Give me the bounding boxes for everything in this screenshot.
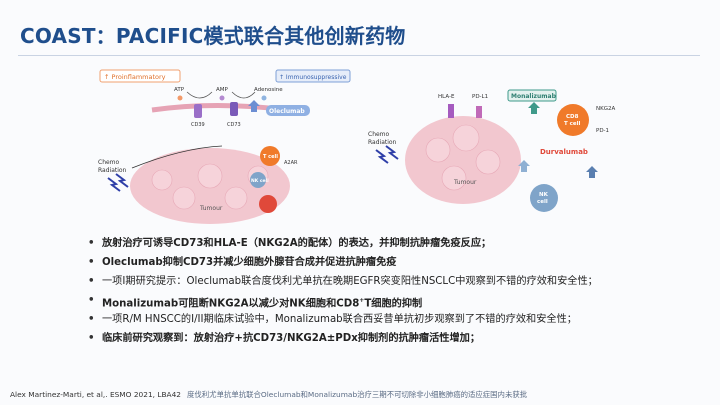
atp-dot-icon (177, 95, 183, 101)
radiation-label: Radiation (368, 139, 397, 146)
title-divider (18, 55, 700, 56)
radiation-label: Radiation (98, 167, 127, 174)
pd-1-label: PD-1 (596, 128, 609, 134)
cd8-label-line2: T cell (564, 121, 581, 127)
tumour-label: Tumour (453, 179, 477, 186)
nk-cell-icon (250, 172, 266, 188)
oleclumab-tag: Oleclumab (269, 108, 305, 115)
adenosine-dot-icon (261, 95, 267, 101)
t-cell-icon (260, 146, 280, 166)
pd-l1-icon (476, 106, 482, 118)
radiation-bolt-icon-1 (107, 177, 121, 192)
tumour-cell-1 (425, 137, 451, 163)
proinflammatory-tag: ↑ Proinflammatory (104, 73, 166, 81)
nk-label-line1: NK (539, 192, 549, 198)
slide-title: COAST：PACIFIC模式联合其他创新药物 (20, 24, 406, 48)
chemo-label: Chemo (98, 159, 120, 166)
bullet-item: Oleclumab抑制CD73并减少细胞外腺苷合成并促进抗肿瘤免疫 (88, 253, 698, 272)
nk-label-line2: cell (537, 199, 548, 205)
oleclumab-diagram: ↑ Proinflammatory ↑ Immunosuppressive AT… (98, 69, 351, 224)
figure-oleclumab-mechanism: ↑ Proinflammatory ↑ Immunosuppressive AT… (92, 68, 352, 228)
antibody-icon (248, 100, 260, 112)
cd8-label-line1: CD8 (566, 114, 579, 120)
a2ar-label: A2AR (284, 160, 298, 166)
monalizumab-tag-box (507, 89, 557, 102)
nk-cell-icon (530, 184, 558, 212)
hla-e-label: HLA-E (438, 94, 455, 100)
cd8-t-cell-icon (557, 104, 589, 136)
adenosine-label: Adenosine (254, 87, 283, 93)
radiation-bolt-icon-2 (385, 145, 399, 160)
footer-note: 度伐利尤单抗单抗联合Oleclumab和Monalizumab治疗三期不可切除非… (187, 390, 528, 399)
bullet-list: 放射治疗可诱导CD73和HLA-E（NKG2A的配体）的表达，并抑制抗肿瘤免疫反… (88, 234, 698, 348)
bullet-item: 临床前研究观察到：放射治疗+抗CD73/NKG2A±PDx抑制剂的抗肿瘤活性增加… (88, 329, 698, 348)
amp-adenosine-arrow (231, 91, 256, 99)
radiation-bolt-icon-1 (375, 149, 389, 164)
durvalumab-label: Durvalumab (540, 148, 588, 156)
t-cell-label: T cell (263, 154, 278, 160)
monalizumab-tag: Monalizumab (511, 93, 557, 100)
oleclumab-tag-box (266, 105, 310, 116)
immunosuppressive-tag: ↑ Immunosuppressive (279, 74, 347, 81)
footer: Alex Martinez-Marti, et al,. ESMO 2021, … (10, 389, 710, 400)
tumour-cell-2 (452, 124, 480, 152)
antibody-icon-2 (586, 166, 598, 178)
bullet-item: 放射治疗可诱导CD73和HLA-E（NKG2A的配体）的表达，并抑制抗肿瘤免疫反… (88, 234, 698, 253)
tumour-cell-3 (475, 149, 501, 175)
immunosuppressive-tag-box (275, 69, 351, 83)
tumour-cell-3 (197, 163, 223, 189)
proinflammatory-tag-box (99, 69, 181, 83)
cd73-label: CD73 (227, 122, 241, 128)
hla-e-icon (448, 104, 454, 118)
bullet-text-tail: T细胞的抑制 (364, 298, 423, 310)
amp-label: AMP (216, 87, 229, 93)
radiation-arrow (131, 145, 223, 169)
tumour-label: Tumour (199, 205, 223, 212)
tumour-shape (405, 116, 521, 204)
monalizumab-diagram: Tumour HLA-E PD-L1 Chemo Radiation Monal… (368, 89, 615, 212)
bullet-superscript: + (359, 297, 365, 304)
cd73-icon (230, 102, 238, 116)
antibody-icon-1 (528, 102, 540, 114)
bullet-text: Monalizumab可阻断NKG2A以减少对NK细胞和CD8 (102, 298, 360, 310)
cd39-icon (194, 104, 202, 118)
tumour-cell-1 (151, 169, 173, 191)
chemo-label: Chemo (368, 131, 390, 138)
nk-cell-label: NK cell (251, 178, 269, 184)
figure-monalizumab-mechanism: Tumour HLA-E PD-L1 Chemo Radiation Monal… (368, 80, 638, 220)
bullet-item: 一项R/M HNSCC的I/II期临床试验中，Monalizumab联合西妥昔单… (88, 310, 698, 329)
bullet-item: 一项I期研究提示：Oleclumab联合度伐利尤单抗在晚期EGFR突变阳性NSC… (88, 272, 698, 291)
tumour-cell-4 (441, 165, 467, 191)
footer-reference: Alex Martinez-Marti, et al,. ESMO 2021, … (10, 390, 181, 399)
amp-dot-icon (219, 95, 225, 101)
atp-amp-arrow (186, 91, 213, 99)
radiation-bolt-icon-2 (115, 173, 129, 188)
bullet-item: Monalizumab可阻断NKG2A以减少对NK细胞和CD8+T细胞的抑制 (88, 291, 698, 310)
pd-l1-label: PD-L1 (472, 94, 488, 100)
tumour-cell-4 (224, 186, 248, 210)
tumour-cell-2 (172, 186, 196, 210)
nkg2a-label: NKG2A (596, 106, 615, 112)
cd39-label: CD39 (191, 122, 205, 128)
antibody-icon-3 (518, 160, 530, 172)
dead-cell-icon (259, 195, 277, 213)
atp-label: ATP (174, 87, 185, 93)
